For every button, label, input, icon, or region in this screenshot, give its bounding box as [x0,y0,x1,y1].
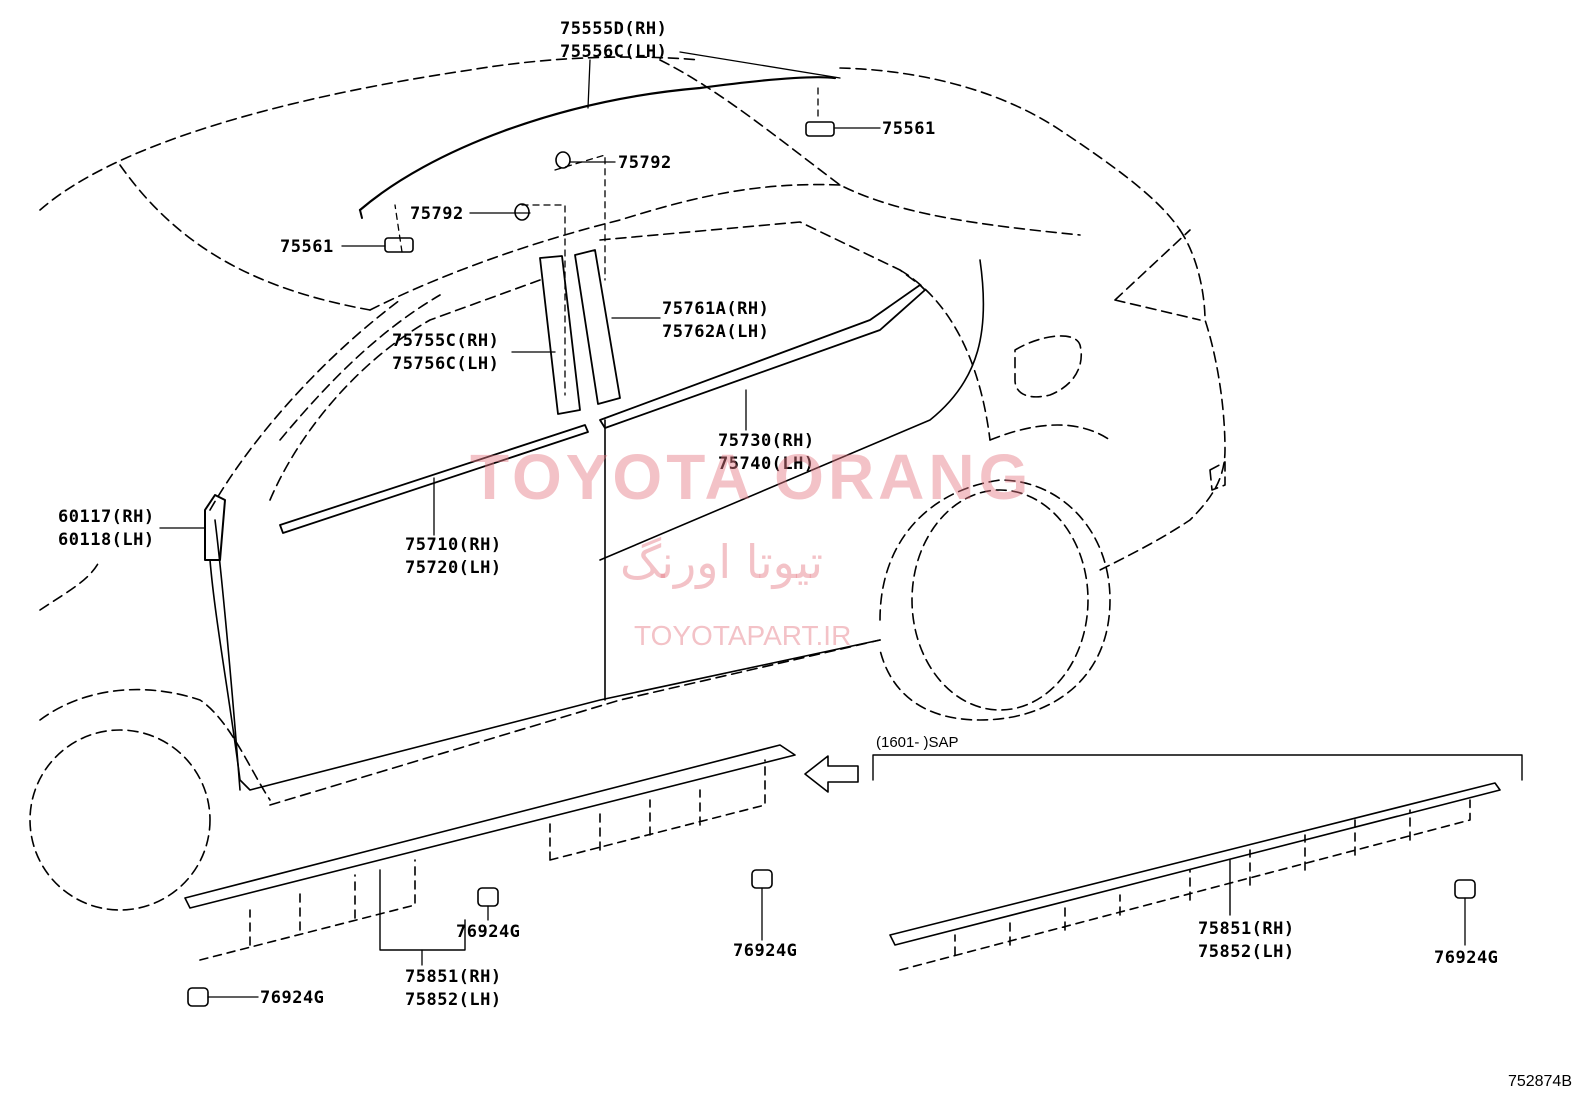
label-75756c[interactable]: 75756C(LH) [392,354,500,374]
pillar-garnish-front [539,255,581,415]
pillar-garnish-rear [574,249,621,405]
label-75851-right[interactable]: 75851(RH) [1198,919,1295,939]
car-phantom-outline [29,56,1226,911]
label-75852-left[interactable]: 75852(LH) [405,990,502,1010]
nut-76924g-d [1454,879,1476,899]
label-76924g-a[interactable]: 76924G [456,922,521,942]
label-75561-right[interactable]: 75561 [882,119,936,139]
watermark-brand-fa: تیوتا اورنگ [620,535,824,589]
label-60118[interactable]: 60118(LH) [58,530,155,550]
label-75720[interactable]: 75720(LH) [405,558,502,578]
label-75852-right[interactable]: 75852(LH) [1198,942,1295,962]
label-76924g-b[interactable]: 76924G [733,941,798,961]
label-75556c[interactable]: 75556C(LH) [560,42,668,62]
diagram-code: 752874B [1507,1073,1572,1090]
leader-lines [159,51,1466,998]
nut-76924g-b [751,869,773,889]
rocker-moulding-right [889,782,1501,971]
label-75710[interactable]: 75710(RH) [405,535,502,555]
clip-75561-left [384,237,414,253]
car-solid-lines [209,259,985,791]
rocker-moulding-left [184,744,796,961]
nut-76924g-c [187,987,209,1007]
label-75755c[interactable]: 75755C(RH) [392,331,500,351]
front-door-belt-moulding [279,424,589,534]
label-75761a[interactable]: 75761A(RH) [662,299,770,319]
label-75851-left[interactable]: 75851(RH) [405,967,502,987]
label-76924g-d[interactable]: 76924G [1434,948,1499,968]
label-75555d[interactable]: 75555D(RH) [560,19,668,39]
clip-75561-right [805,121,835,137]
label-75730[interactable]: 75730(RH) [718,431,815,451]
watermark-brand: TOYOTA ORANG [470,441,1033,513]
direction-arrow [804,755,859,793]
label-75792-mid[interactable]: 75792 [410,204,464,224]
roof-drip-moulding [358,76,837,212]
label-75762a[interactable]: 75762A(LH) [662,322,770,342]
nut-76924g-a [477,887,499,907]
watermark-site: TOYOTAPART.IR [634,620,852,651]
label-75740[interactable]: 75740(LH) [718,454,815,474]
rear-door-belt-moulding [599,284,926,429]
clip-75792-top [555,151,571,169]
label-sap-note: (1601- )SAP [876,734,959,751]
sap-bracket [872,754,1523,781]
label-60117[interactable]: 60117(RH) [58,507,155,527]
label-75561-left[interactable]: 75561 [280,237,334,257]
label-75792-top[interactable]: 75792 [618,153,672,173]
clip-75792-mid [514,203,530,221]
mirror-patch [204,494,226,561]
label-76924g-c[interactable]: 76924G [260,988,325,1008]
